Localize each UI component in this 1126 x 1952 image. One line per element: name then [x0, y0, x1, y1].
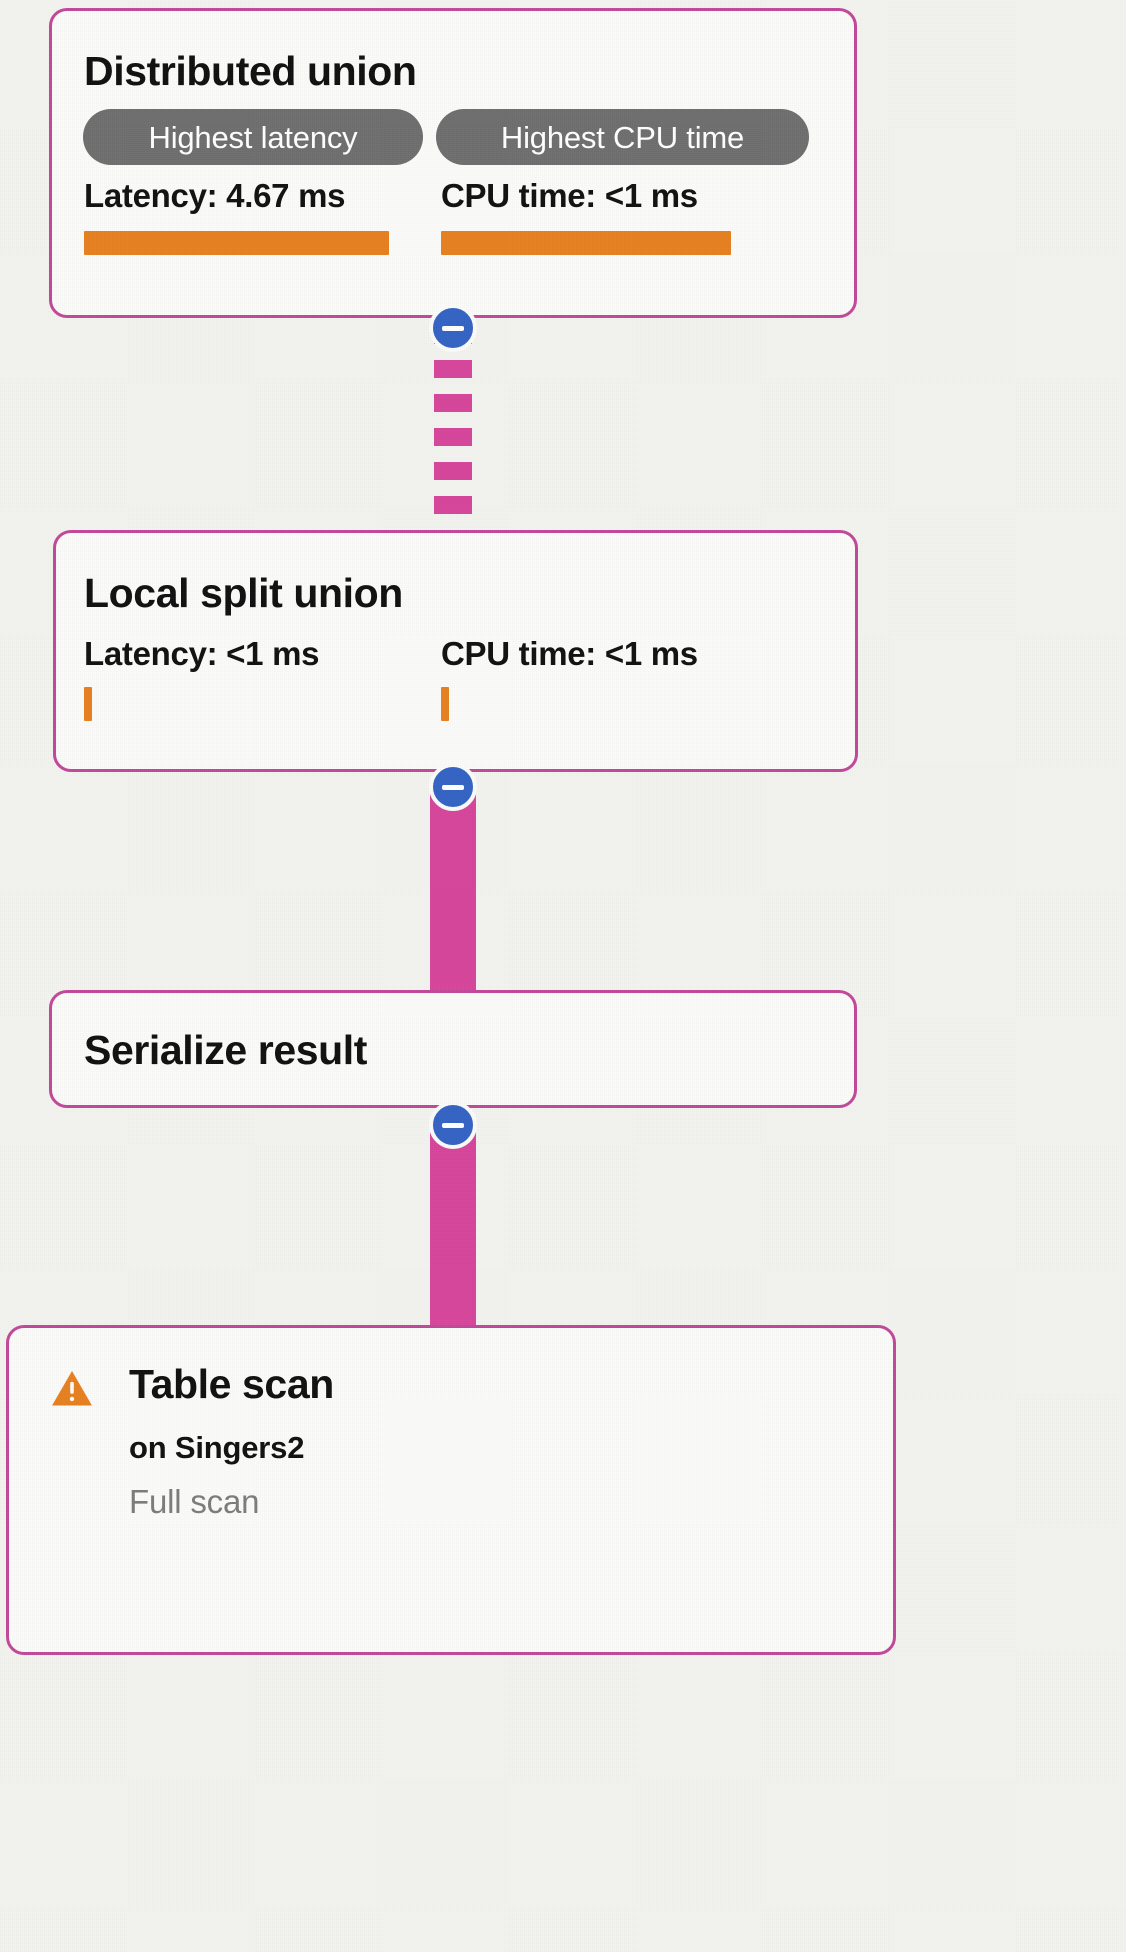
metric-latency-local-split-union: Latency: <1 ms	[84, 637, 319, 721]
node-title-local-split-union: Local split union	[84, 570, 403, 616]
metric-bar-cpu-time	[441, 231, 731, 255]
metric-label-cpu-time: CPU time: <1 ms	[441, 635, 698, 672]
metric-bar-cpu-time	[441, 687, 449, 721]
collapse-button-local-split-union[interactable]	[429, 763, 477, 811]
minus-circle-icon	[442, 1122, 464, 1128]
node-card-serialize-result[interactable]: Serialize result	[49, 990, 857, 1108]
metric-bar-latency	[84, 231, 389, 255]
minus-circle-icon	[442, 325, 464, 331]
connector-distributed-union-to-local-split-union	[434, 326, 472, 538]
warning-triangle-icon	[49, 1366, 95, 1412]
node-title-serialize-result: Serialize result	[84, 1027, 368, 1073]
metric-label-cpu-time: CPU time: <1 ms	[441, 177, 698, 214]
collapse-button-distributed-union[interactable]	[429, 304, 477, 352]
minus-circle-icon	[442, 784, 464, 790]
metric-label-latency: Latency: <1 ms	[84, 635, 320, 672]
node-card-table-scan[interactable]: Table scan on Singers2 Full scan	[6, 1325, 896, 1655]
metric-latency-distributed-union: Latency: 4.67 ms	[84, 179, 389, 255]
badge-highest-latency[interactable]: Highest latency	[83, 109, 423, 165]
node-card-local-split-union[interactable]: Local split union Latency: <1 ms CPU tim…	[53, 530, 858, 772]
node-title-table-scan: Table scan	[129, 1361, 334, 1407]
badge-row-distributed-union: Highest latency Highest CPU time	[83, 109, 809, 165]
connector-serialize-result-to-table-scan	[430, 1124, 476, 1332]
metric-label-latency: Latency: 4.67 ms	[84, 177, 346, 214]
metric-bar-latency	[84, 687, 92, 721]
metric-cpu-time-distributed-union: CPU time: <1 ms	[441, 179, 731, 255]
node-detail-table-scan: Full scan	[129, 1483, 260, 1520]
connector-local-split-union-to-serialize-result	[430, 786, 476, 1008]
badge-highest-cpu-time[interactable]: Highest CPU time	[436, 109, 809, 165]
metric-cpu-time-local-split-union: CPU time: <1 ms	[441, 637, 698, 721]
node-title-distributed-union: Distributed union	[84, 48, 417, 94]
collapse-button-serialize-result[interactable]	[429, 1101, 477, 1149]
node-card-distributed-union[interactable]: Distributed union Highest latency Highes…	[49, 8, 857, 318]
node-subtitle-table-scan: on Singers2	[129, 1430, 305, 1465]
